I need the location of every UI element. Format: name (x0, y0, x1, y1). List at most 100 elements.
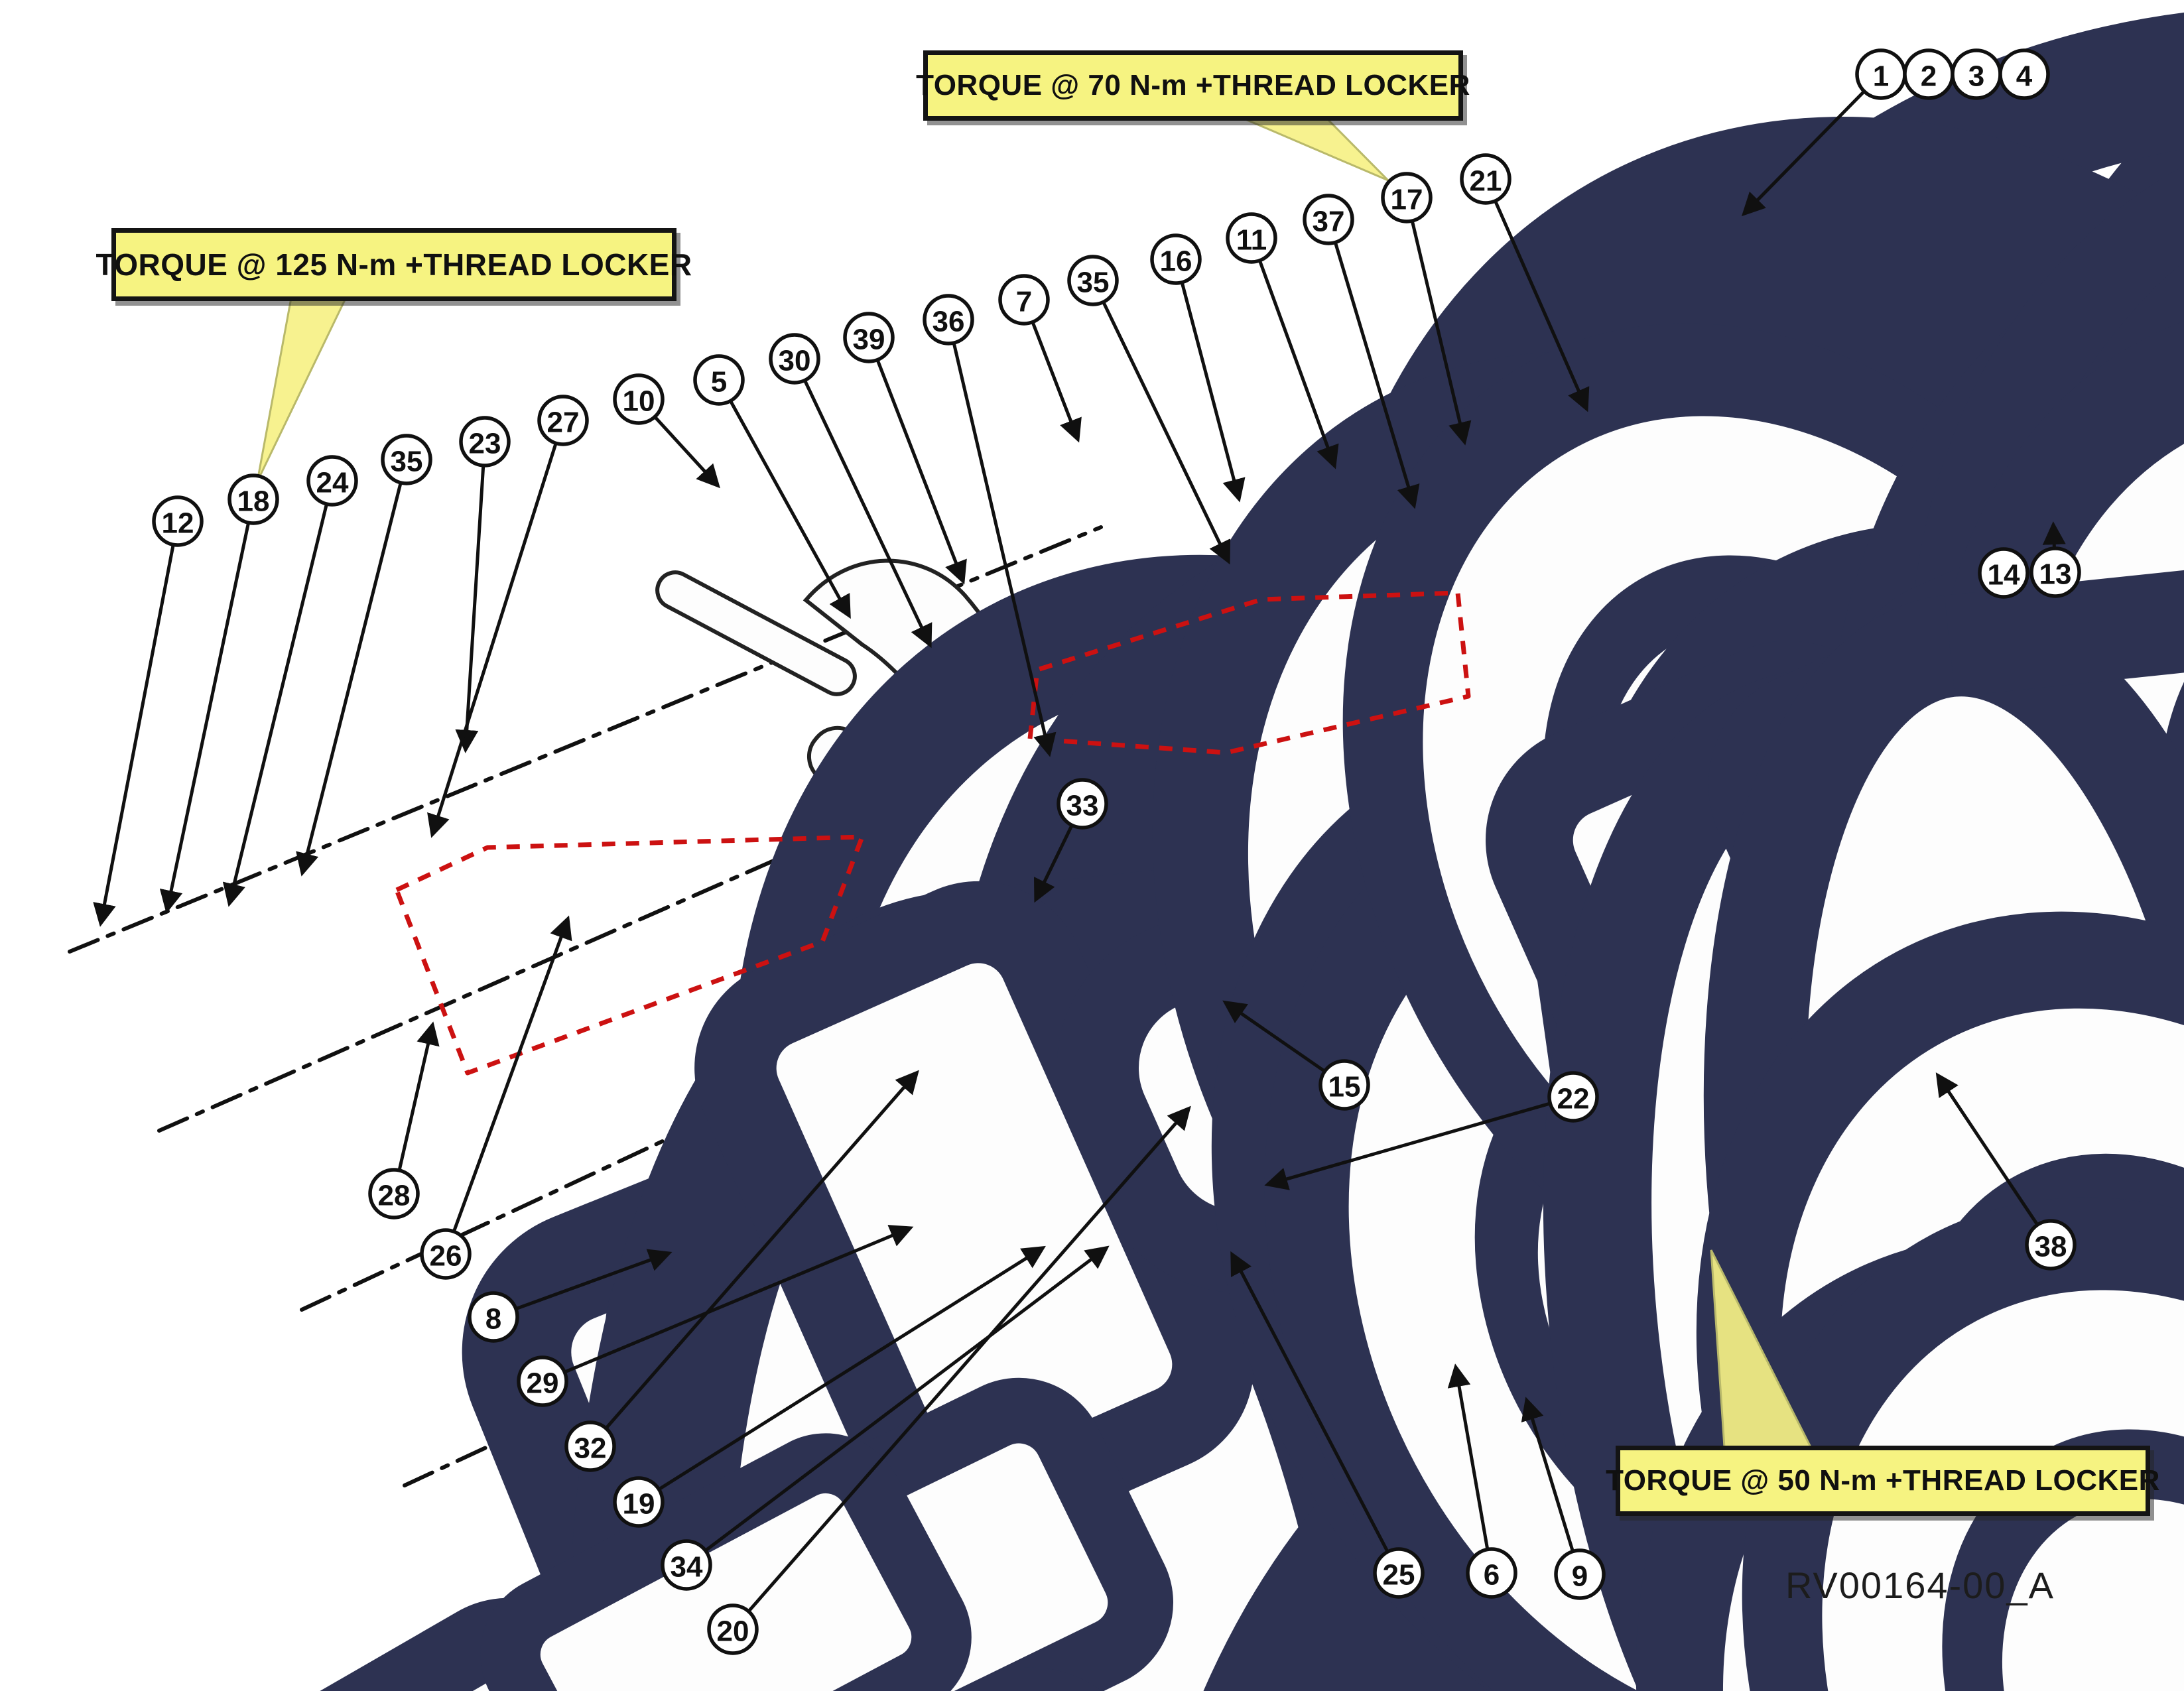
callout-number-23: 23 (469, 428, 501, 460)
leader-line-1 (1741, 90, 1866, 217)
callout-number-11: 11 (1236, 224, 1267, 257)
callout-number-4: 4 (2016, 60, 2033, 93)
callout-balloon-33 (1057, 778, 1108, 830)
callout-balloon-28 (368, 1168, 420, 1220)
callout-39: 39 (843, 312, 895, 363)
callout-2: 2 (1903, 48, 1955, 100)
callout-number-27: 27 (547, 407, 580, 439)
callout-number-32: 32 (574, 1432, 607, 1465)
callout-4: 4 (1998, 48, 2050, 100)
callout-balloon-4 (1998, 48, 2050, 100)
callout-24: 24 (306, 455, 358, 507)
leader-line-36 (952, 342, 1057, 757)
callout-number-35: 35 (391, 446, 423, 478)
callout-16: 16 (1150, 233, 1202, 285)
callout-balloon-35 (1067, 255, 1119, 306)
torque-label-125: TORQUE @ 125 N-m +THREAD LOCKER (96, 228, 692, 301)
callout-32: 32 (564, 1420, 616, 1472)
callout-balloon-27 (537, 395, 589, 446)
callout-balloon-17 (1381, 172, 1433, 223)
callout-balloon-18 (227, 473, 279, 525)
callout-6: 6 (1466, 1547, 1517, 1599)
leader-line-22 (1264, 1101, 1551, 1190)
callout-number-34: 34 (671, 1551, 703, 1584)
callout-1: 1 (1855, 48, 1907, 100)
callout-number-14: 14 (1988, 559, 2020, 592)
leader-line-33 (1034, 824, 1074, 903)
callout-number-20: 20 (717, 1615, 749, 1648)
callout-18: 18 (227, 473, 279, 525)
torque-label-50-text: TORQUE @ 50 N-m +THREAD LOCKER (1606, 1464, 2160, 1497)
callout-balloon-37 (1303, 194, 1354, 245)
callout-balloon-10 (613, 373, 665, 425)
callout-25: 25 (1373, 1547, 1425, 1599)
leader-line-39 (875, 359, 967, 585)
callout-number-26: 26 (430, 1240, 462, 1273)
callout-balloon-26 (420, 1228, 472, 1280)
callout-13: 13 (2029, 546, 2081, 598)
callout-balloon-35 (381, 434, 432, 485)
callout-balloon-13 (2029, 546, 2081, 598)
callout-19: 19 (613, 1476, 665, 1528)
callout-number-1: 1 (1873, 60, 1889, 93)
callout-balloon-12 (152, 495, 204, 547)
leader-line-35 (296, 482, 403, 877)
callout-28: 28 (368, 1168, 420, 1220)
callout-balloon-34 (661, 1539, 712, 1591)
callout-number-17: 17 (1391, 184, 1423, 216)
callout-35: 35 (381, 434, 432, 485)
callout-36: 36 (923, 294, 974, 345)
callout-number-24: 24 (316, 467, 349, 499)
callout-26: 26 (420, 1228, 472, 1280)
callout-27: 27 (537, 395, 589, 446)
leader-line-30 (803, 379, 932, 649)
callout-number-22: 22 (1557, 1083, 1590, 1115)
callout-number-21: 21 (1470, 165, 1502, 198)
callout-balloon-11 (1226, 212, 1277, 264)
leader-line-7 (1031, 321, 1082, 443)
callout-balloon-36 (923, 294, 974, 345)
callout-38: 38 (2025, 1219, 2077, 1271)
callout-number-13: 13 (2039, 558, 2072, 591)
torque-label-70: TORQUE @ 70 N-m +THREAD LOCKER (916, 50, 1470, 121)
callout-15: 15 (1318, 1059, 1370, 1111)
torque-label-70-text: TORQUE @ 70 N-m +THREAD LOCKER (916, 69, 1470, 101)
torque-leader-wedges (256, 110, 1813, 1448)
callout-11: 11 (1226, 212, 1277, 264)
callout-5: 5 (693, 354, 745, 406)
callout-balloon-14 (1978, 547, 2029, 599)
callout-20: 20 (707, 1603, 759, 1655)
callout-balloon-6 (1466, 1547, 1517, 1599)
leader-line-13 (2042, 521, 2066, 549)
callout-balloon-16 (1150, 233, 1202, 285)
callout-number-35: 35 (1077, 267, 1110, 299)
callout-number-2: 2 (1921, 60, 1937, 93)
leader-line-32 (604, 1070, 919, 1430)
leader-line-24 (222, 503, 328, 907)
torque-label-50: TORQUE @ 50 N-m +THREAD LOCKER (1606, 1446, 2159, 1516)
callout-number-5: 5 (711, 366, 727, 399)
callout-number-25: 25 (1383, 1559, 1415, 1592)
callout-33: 33 (1057, 778, 1108, 830)
callout-35: 35 (1067, 255, 1119, 306)
callout-number-7: 7 (1016, 286, 1032, 318)
callout-21: 21 (1460, 153, 1511, 205)
callout-balloon-7 (998, 274, 1050, 326)
callout-number-28: 28 (378, 1180, 411, 1212)
callout-balloon-25 (1373, 1547, 1425, 1599)
callout-balloon-22 (1547, 1071, 1599, 1123)
leader-line-28 (397, 1021, 440, 1171)
callout-number-37: 37 (1313, 206, 1345, 238)
callout-number-30: 30 (779, 345, 811, 377)
callout-balloon-20 (707, 1603, 759, 1655)
callout-number-38: 38 (2035, 1231, 2067, 1263)
callout-number-29: 29 (527, 1367, 559, 1400)
red-dashed-outlines (394, 590, 1471, 1076)
leader-line-37 (1333, 241, 1420, 509)
callout-balloon-21 (1460, 153, 1511, 205)
callout-23: 23 (459, 416, 511, 468)
